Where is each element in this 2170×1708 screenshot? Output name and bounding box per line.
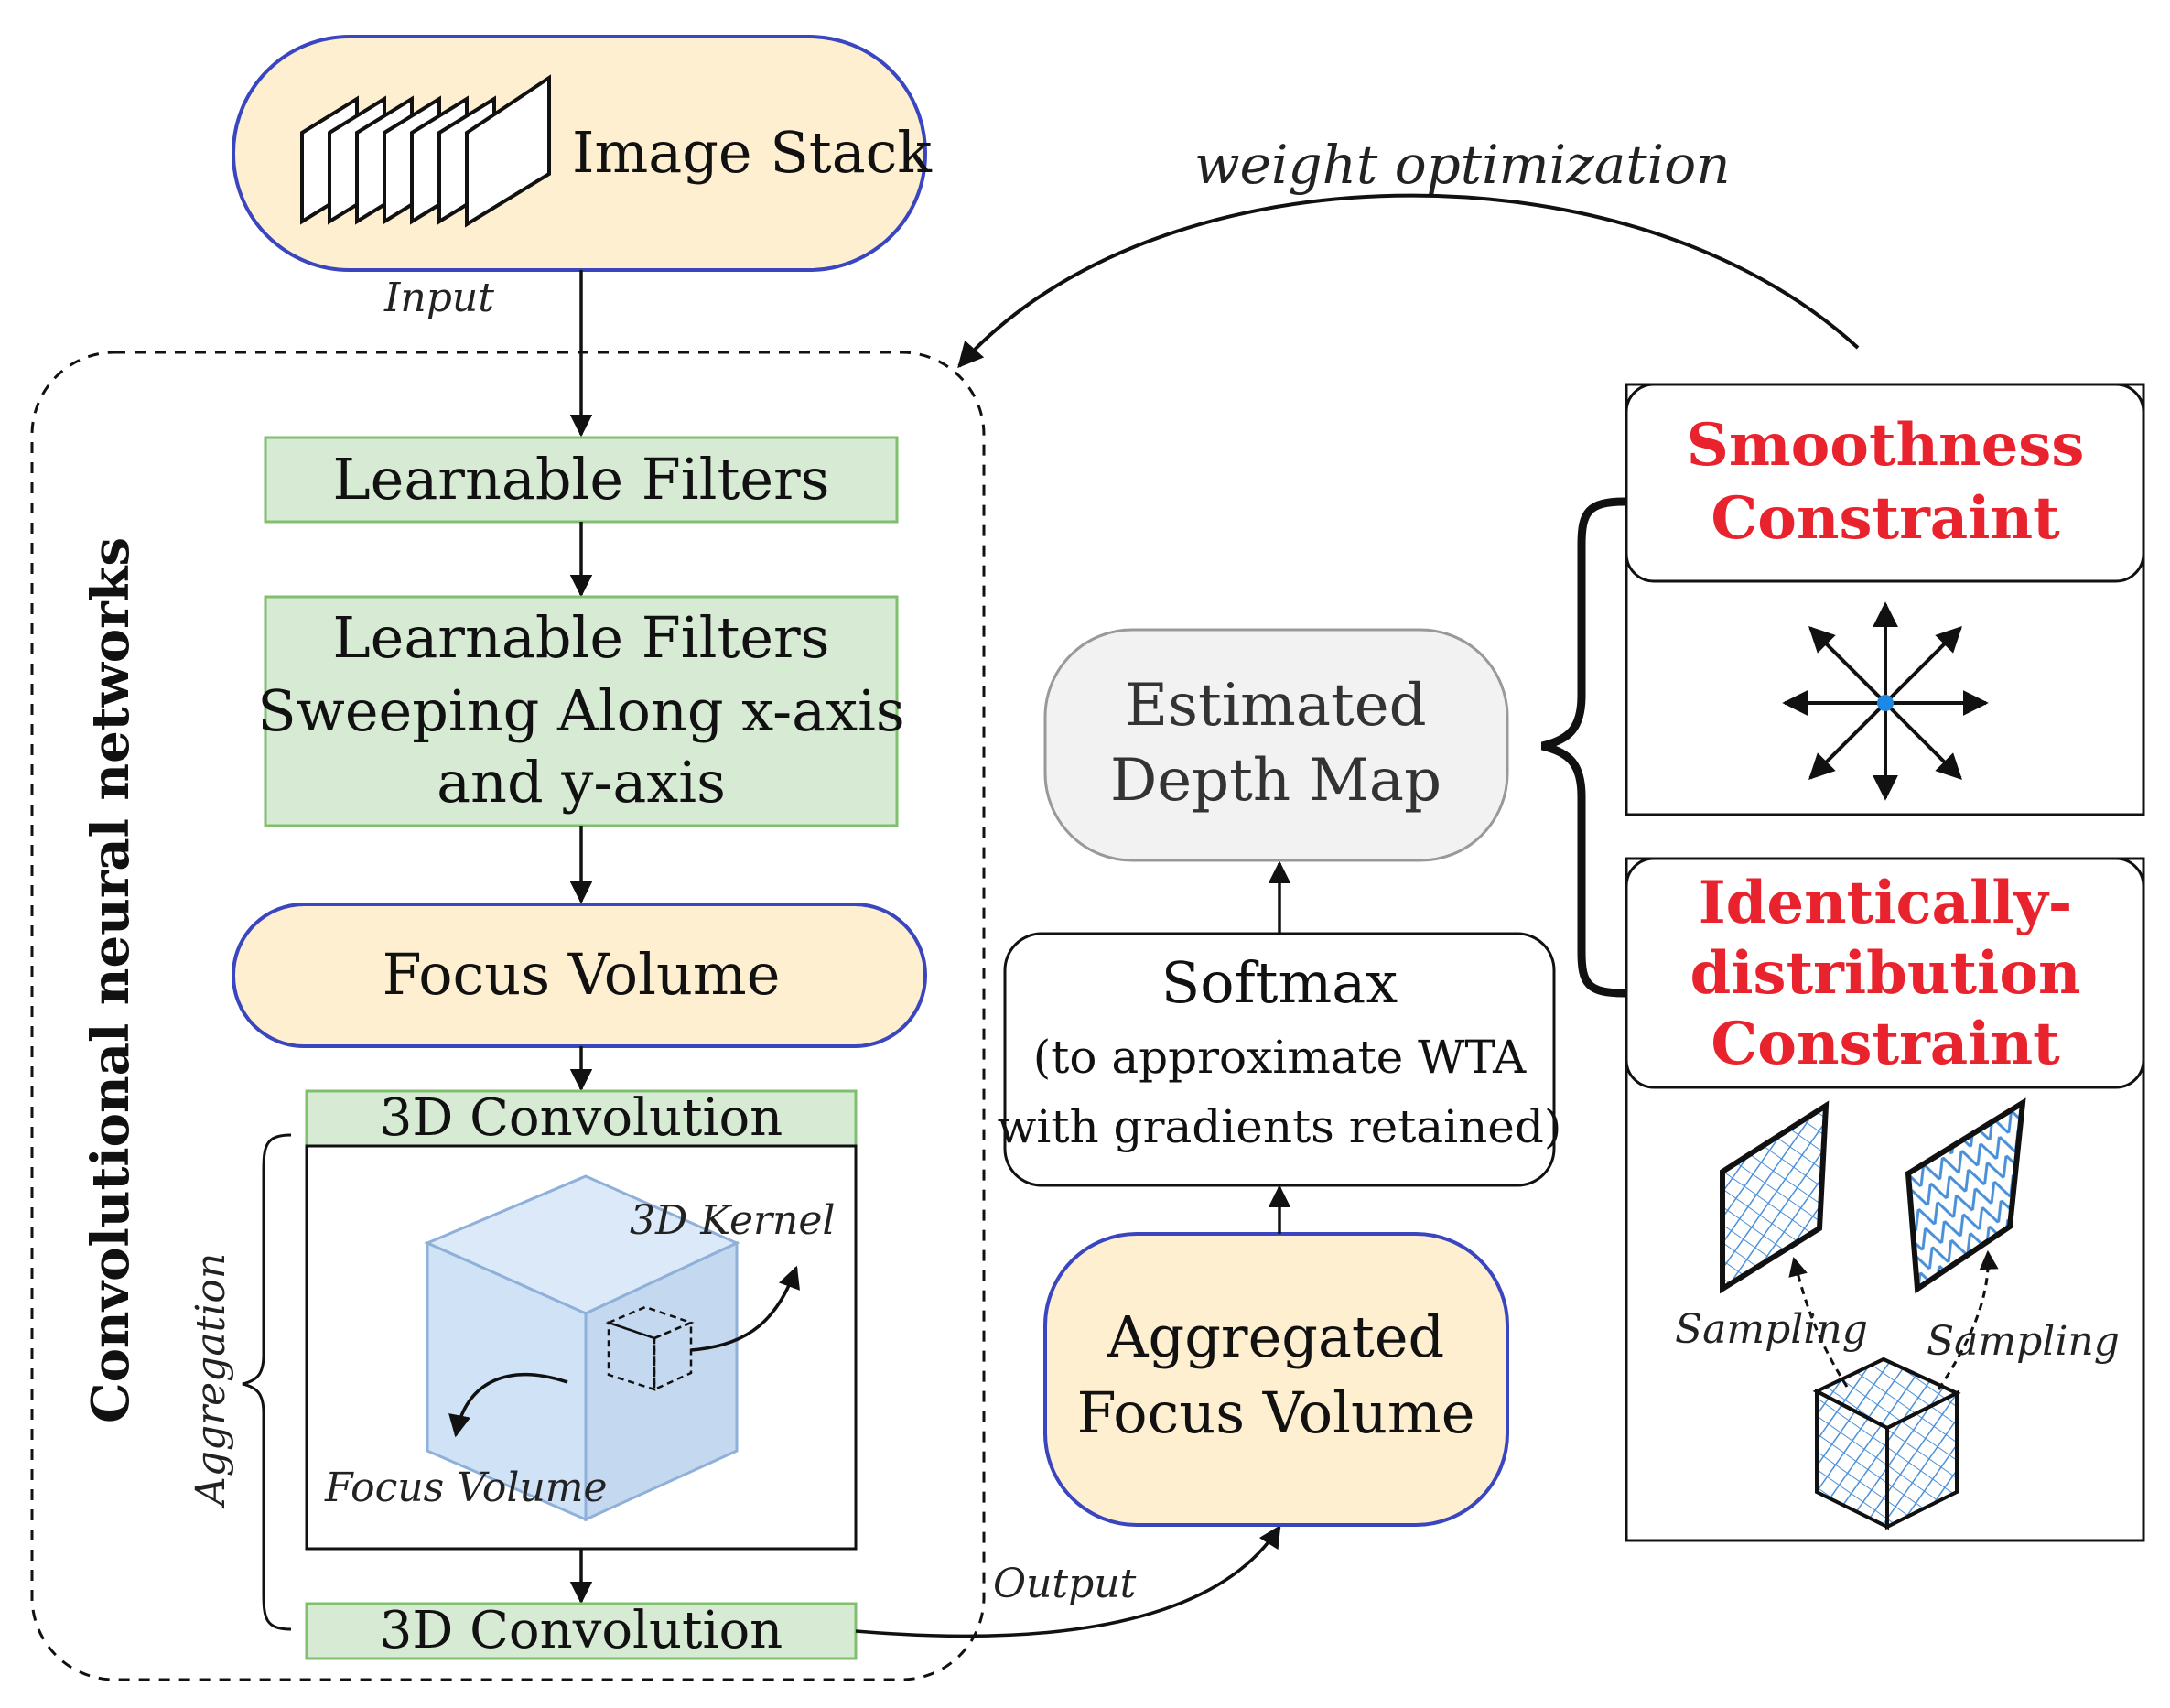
smoothness-star-arrows (1782, 601, 1989, 801)
kernel-label: 3D Kernel (630, 1197, 835, 1244)
conv3d-bottom-label: 3D Convolution (380, 1601, 783, 1660)
focus-volume-italic-label: Focus Volume (324, 1465, 608, 1511)
softmax-title: Softmax (1161, 949, 1398, 1016)
identical-line3: Constraint (1711, 1010, 2060, 1078)
output-label: Output (993, 1561, 1137, 1607)
cnn-label: Convolutional neural networks (81, 537, 141, 1423)
learnable-filters-box (264, 436, 899, 524)
smoothness-center-dot (1877, 695, 1894, 711)
sampling-right-label: Sampling (1927, 1318, 2120, 1365)
weight-optimization-arrow (957, 193, 1860, 369)
sampling-left-label: Sampling (1675, 1306, 1868, 1353)
aggregation-label: Aggregation (188, 1253, 234, 1509)
smoothness-line2: Constraint (1711, 484, 2060, 553)
identical-header (1625, 857, 2145, 1089)
output-arrow (855, 1524, 1281, 1638)
identical-line2: distribution (1690, 939, 2080, 1008)
aggregated-focus-line2: Focus Volume (1077, 1379, 1475, 1446)
learnable-sweep-line2: Sweeping Along x-axis (257, 677, 904, 744)
softmax-line3: with gradients retained) (998, 1100, 1562, 1153)
learnable-sweep-line3: and y-axis (437, 749, 726, 816)
learnable-sweep-box (264, 595, 899, 827)
sampling-arrow-right (1937, 1249, 1999, 1390)
input-label: Input (383, 275, 494, 321)
focus-volume-pill (232, 903, 927, 1048)
kernel-cube (605, 1305, 695, 1391)
image-stack-pill (232, 35, 927, 272)
aggregation-brace (242, 1133, 292, 1631)
focus-volume-cube (424, 1174, 740, 1522)
focus-volume-label: Focus Volume (383, 941, 781, 1008)
estimated-depth-box (1043, 628, 1509, 862)
estimated-depth-line1: Estimated (1125, 672, 1426, 740)
aggregated-focus-box (1043, 1232, 1509, 1527)
conv3d-top-box (305, 1089, 858, 1148)
smoothness-header (1625, 383, 2145, 583)
conv3d-top-label: 3D Convolution (380, 1088, 783, 1148)
cnn-container (30, 351, 986, 1681)
learnable-sweep-line1: Learnable Filters (332, 604, 829, 671)
sample-square-right (1905, 1097, 2026, 1294)
learnable-filters-label: Learnable Filters (332, 446, 829, 513)
estimated-depth-line2: Depth Map (1110, 747, 1441, 815)
identical-line1: Identically- (1699, 869, 2073, 937)
image-stack-icon (300, 74, 551, 228)
kernel-arrow (690, 1265, 800, 1352)
softmax-line2: (to approximate WTA (1033, 1031, 1527, 1084)
sample-square-left (1720, 1100, 1830, 1294)
constraints-brace (1540, 497, 1625, 998)
sample-cube (1812, 1357, 1961, 1530)
sampling-arrow-left (1788, 1256, 1849, 1388)
smoothness-line1: Smoothness (1687, 411, 2085, 480)
aggregated-focus-line1: Aggregated (1107, 1303, 1444, 1370)
image-stack-label: Image Stack (572, 119, 932, 186)
weight-optimization-label: weight optimization (1194, 134, 1730, 196)
focus-volume-curve-arrow (448, 1372, 568, 1438)
